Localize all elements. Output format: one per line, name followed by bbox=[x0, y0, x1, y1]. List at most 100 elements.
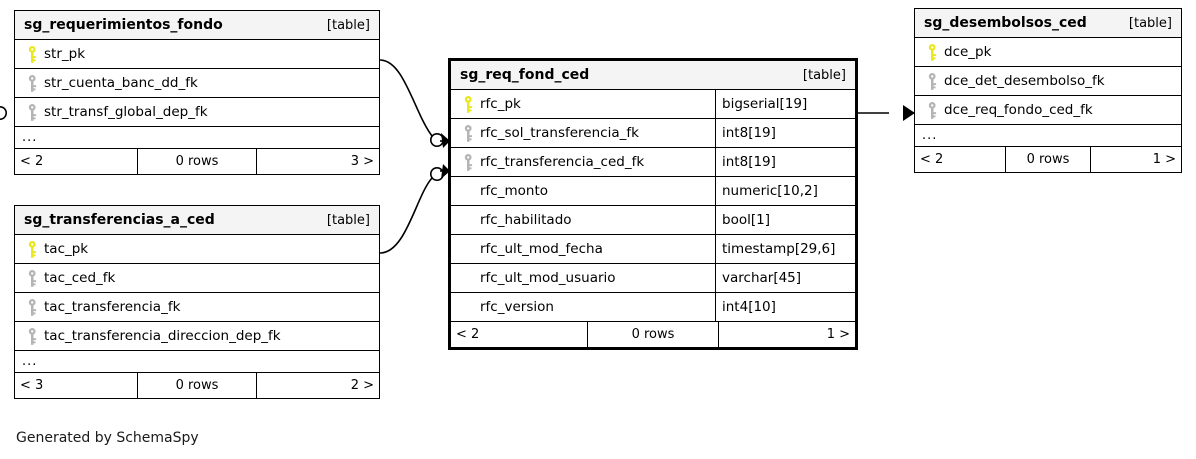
table-footer: < 3 0 rows 2 > bbox=[15, 373, 379, 398]
table-kind-label: [table] bbox=[802, 67, 846, 83]
table-header: sg_desembolsos_ced [table] bbox=[915, 9, 1181, 38]
table-row[interactable]: str_transf_global_dep_fk bbox=[15, 98, 379, 127]
footer-prev-degree[interactable]: < 2 bbox=[20, 154, 44, 169]
column-name-cell: dce_req_fondo_ced_fk bbox=[915, 96, 1181, 124]
footer-next-degree[interactable]: 3 > bbox=[350, 154, 374, 169]
foreign-key-icon bbox=[22, 103, 44, 121]
column-name-cell: tac_transferencia_fk bbox=[15, 293, 379, 321]
footer-row-count: 0 rows bbox=[137, 373, 257, 398]
table-row[interactable]: tac_transferencia_fk bbox=[15, 293, 379, 322]
more-columns-indicator: ... bbox=[15, 127, 379, 149]
column-name-cell: rfc_sol_transferencia_fk bbox=[451, 119, 715, 147]
table-row[interactable]: rfc_habilitado bool[1] bbox=[451, 206, 855, 235]
column-name-cell: tac_pk bbox=[15, 235, 379, 263]
column-name-cell: str_pk bbox=[15, 40, 379, 68]
table-title: sg_req_fond_ced bbox=[460, 67, 590, 83]
column-name: dce_pk bbox=[944, 44, 992, 60]
table-sg_requerimientos_fondo[interactable]: sg_requerimientos_fondo [table] str_pk str_… bbox=[14, 10, 380, 175]
footer-prev-degree[interactable]: < 3 bbox=[20, 378, 44, 393]
column-name: rfc_transferencia_ced_fk bbox=[480, 154, 645, 170]
foreign-key-icon bbox=[22, 327, 44, 345]
column-name-cell: dce_det_desembolso_fk bbox=[915, 67, 1181, 95]
table-kind-label: [table] bbox=[326, 17, 370, 33]
more-columns-indicator: ... bbox=[915, 125, 1181, 147]
primary-key-icon bbox=[22, 45, 44, 63]
table-kind-label: [table] bbox=[326, 212, 370, 228]
column-type-cell: bigserial[19] bbox=[715, 90, 855, 118]
column-name: rfc_habilitado bbox=[480, 212, 572, 228]
footer-next-degree[interactable]: 2 > bbox=[350, 378, 374, 393]
foreign-key-icon bbox=[22, 298, 44, 316]
footer-prev-degree[interactable]: < 2 bbox=[920, 152, 944, 167]
table-header: sg_req_fond_ced [table] bbox=[451, 61, 855, 90]
primary-key-icon bbox=[22, 240, 44, 258]
relationship-req-fondo bbox=[379, 59, 450, 148]
column-name-cell: rfc_version bbox=[451, 293, 715, 321]
footer-next-degree[interactable]: 1 > bbox=[826, 327, 851, 342]
table-row[interactable]: tac_pk bbox=[15, 235, 379, 264]
table-row[interactable]: tac_transferencia_direccion_dep_fk bbox=[15, 322, 379, 351]
table-row[interactable]: str_cuenta_banc_dd_fk bbox=[15, 69, 379, 98]
relationship-transferencias bbox=[379, 164, 450, 254]
table-kind-label: [table] bbox=[1128, 15, 1172, 31]
column-name: rfc_monto bbox=[480, 183, 548, 199]
table-row[interactable]: tac_ced_fk bbox=[15, 264, 379, 293]
column-name-cell: rfc_ult_mod_usuario bbox=[451, 264, 715, 292]
table-header: sg_transferencias_a_ced [table] bbox=[15, 206, 379, 235]
table-sg_transferencias_a_ced[interactable]: sg_transferencias_a_ced [table] tac_pk tac_… bbox=[14, 205, 380, 399]
column-name-cell: dce_pk bbox=[915, 38, 1181, 66]
table-row[interactable]: dce_pk bbox=[915, 38, 1181, 67]
table-row[interactable]: dce_det_desembolso_fk bbox=[915, 67, 1181, 96]
column-name-cell: tac_ced_fk bbox=[15, 264, 379, 292]
column-name: tac_pk bbox=[44, 241, 89, 257]
column-type-cell: bool[1] bbox=[715, 206, 855, 234]
foreign-key-icon bbox=[458, 124, 480, 142]
table-row[interactable]: dce_req_fondo_ced_fk bbox=[915, 96, 1181, 125]
column-name: dce_req_fondo_ced_fk bbox=[944, 102, 1093, 118]
table-footer: < 2 0 rows 3 > bbox=[15, 149, 379, 174]
foreign-key-icon bbox=[922, 72, 944, 90]
column-name: str_cuenta_banc_dd_fk bbox=[44, 75, 198, 91]
table-title: sg_transferencias_a_ced bbox=[24, 212, 215, 228]
column-name-cell: rfc_pk bbox=[451, 90, 715, 118]
foreign-key-icon bbox=[22, 269, 44, 287]
table-title: sg_requerimientos_fondo bbox=[24, 17, 223, 33]
table-title: sg_desembolsos_ced bbox=[924, 15, 1087, 31]
column-name-cell: rfc_transferencia_ced_fk bbox=[451, 148, 715, 176]
column-name: tac_ced_fk bbox=[44, 270, 116, 286]
foreign-key-icon bbox=[22, 74, 44, 92]
column-name: dce_det_desembolso_fk bbox=[944, 73, 1105, 89]
table-row[interactable]: rfc_ult_mod_fecha timestamp[29,6] bbox=[451, 235, 855, 264]
table-row[interactable]: rfc_sol_transferencia_fk int8[19] bbox=[451, 119, 855, 148]
column-type-cell: int4[10] bbox=[715, 293, 855, 321]
footer-prev-degree[interactable]: < 2 bbox=[456, 327, 480, 342]
column-name-cell: tac_transferencia_direccion_dep_fk bbox=[15, 322, 379, 350]
table-row[interactable]: str_pk bbox=[15, 40, 379, 69]
column-name: rfc_ult_mod_fecha bbox=[480, 241, 603, 257]
table-footer: < 2 0 rows 1 > bbox=[451, 322, 855, 347]
column-name: str_pk bbox=[44, 46, 86, 62]
column-name-cell: str_transf_global_dep_fk bbox=[15, 98, 379, 126]
table-header: sg_requerimientos_fondo [table] bbox=[15, 11, 379, 40]
table-sg_desembolsos_ced[interactable]: sg_desembolsos_ced [table] dce_pk dce_det_d… bbox=[914, 8, 1182, 173]
footer-next-degree[interactable]: 1 > bbox=[1152, 152, 1177, 167]
column-type-cell: timestamp[29,6] bbox=[715, 235, 855, 263]
column-name: rfc_sol_transferencia_fk bbox=[480, 125, 639, 141]
column-name: tac_transferencia_direccion_dep_fk bbox=[44, 328, 281, 344]
column-name-cell: rfc_habilitado bbox=[451, 206, 715, 234]
primary-key-icon bbox=[922, 43, 944, 61]
footer-row-count: 0 rows bbox=[586, 322, 720, 347]
footer-row-count: 0 rows bbox=[137, 149, 257, 174]
foreign-key-icon bbox=[458, 153, 480, 171]
column-name: tac_transferencia_fk bbox=[44, 299, 181, 315]
column-type-cell: int8[19] bbox=[715, 119, 855, 147]
column-name-cell: str_cuenta_banc_dd_fk bbox=[15, 69, 379, 97]
